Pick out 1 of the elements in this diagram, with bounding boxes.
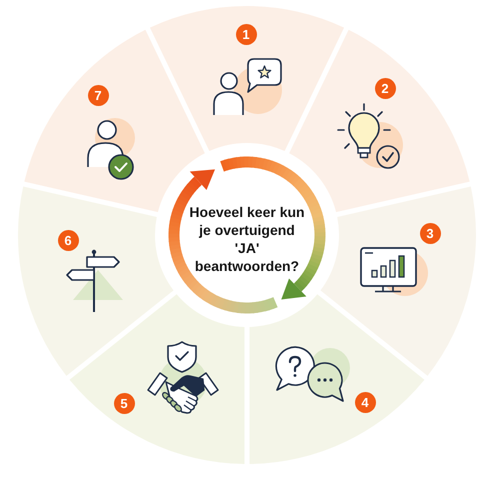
question-text: Hoeveel keer kun je overtuigend 'JA' beantwoorden? [188, 203, 306, 275]
